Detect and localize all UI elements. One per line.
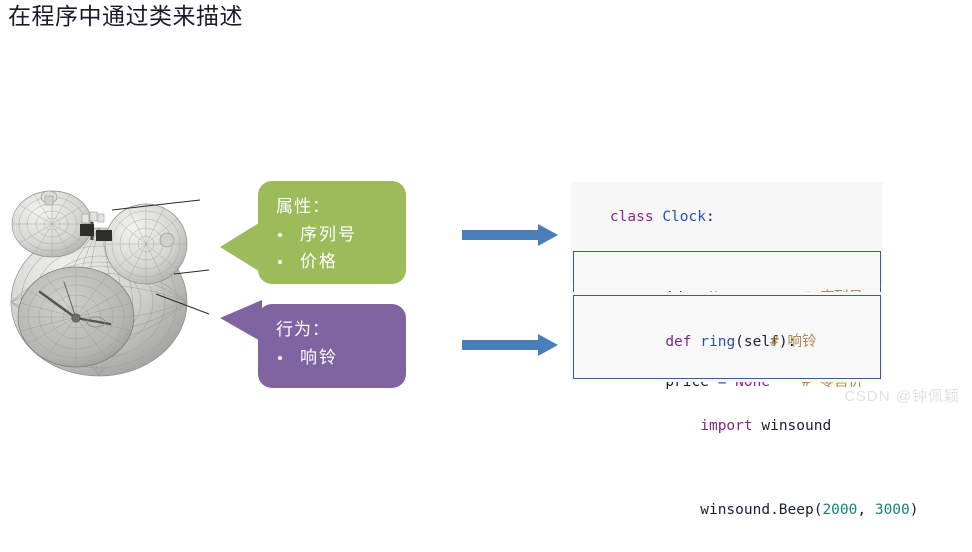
code-panel-behaviors: def ring(self):# 响铃 import winsound wins… [571, 292, 919, 518]
token-space [692, 334, 701, 350]
callout-attributes-list: 序列号 价格 [276, 221, 392, 275]
token-text: , [857, 502, 875, 518]
token-keyword-def: def [665, 334, 692, 350]
token-indent [630, 418, 700, 434]
token-function-name: ring [700, 334, 736, 350]
code-comment-ring: # 响铃 [770, 334, 817, 350]
token-module-name: winsound [761, 418, 832, 434]
code-line-def-ring: def ring(self):# 响铃 [574, 300, 880, 384]
list-item: 价格 [276, 248, 392, 275]
code-line-beep: winsound.Beep(2000, 3000) [574, 468, 918, 552]
token-number: 2000 [822, 502, 858, 518]
token-args: (self): [735, 334, 797, 350]
list-item: 响铃 [276, 344, 392, 371]
alarm-clock-illustration [4, 182, 214, 382]
code-line-import: import winsound [574, 384, 880, 468]
token-indent [630, 502, 700, 518]
token-text: winsound.Beep( [700, 502, 823, 518]
callout-attributes[interactable]: 属性： 序列号 价格 [258, 181, 406, 284]
page-title: 在程序中通过类来描述 [8, 4, 243, 29]
token-text: ) [909, 502, 919, 518]
token-assign-op: = [708, 374, 736, 390]
csdn-watermark: CSDN @钟佩颖 [844, 388, 960, 405]
token-space [654, 209, 663, 225]
callout-behaviors[interactable]: 行为： 响铃 [258, 304, 406, 388]
token-indent [630, 334, 665, 350]
token-colon: : [705, 209, 715, 225]
arrow-right-icon-attributes [462, 224, 558, 246]
token-number: 3000 [874, 502, 910, 518]
token-class-name: Clock [662, 209, 706, 225]
token-keyword-import: import [700, 418, 753, 434]
callout-behaviors-list: 响铃 [276, 344, 392, 371]
token-keyword-class: class [609, 209, 654, 225]
token-space [753, 418, 762, 434]
arrow-right-icon-behaviors [462, 334, 558, 356]
callout-attributes-heading: 属性： [276, 197, 330, 216]
list-item: 序列号 [276, 221, 392, 248]
code-class-header: class Clock: [571, 182, 883, 250]
token-call-expression: winsound.Beep(2000, 3000) [700, 502, 918, 518]
callout-behaviors-tail-icon [220, 296, 262, 356]
callout-behaviors-heading: 行为： [276, 320, 330, 339]
code-box-behaviors: def ring(self):# 响铃 import winsound wins… [573, 295, 919, 518]
callout-attributes-tail-icon [220, 215, 262, 275]
code-panel-attributes: class Clock: id = None# 序列号 price = None… [571, 182, 883, 390]
